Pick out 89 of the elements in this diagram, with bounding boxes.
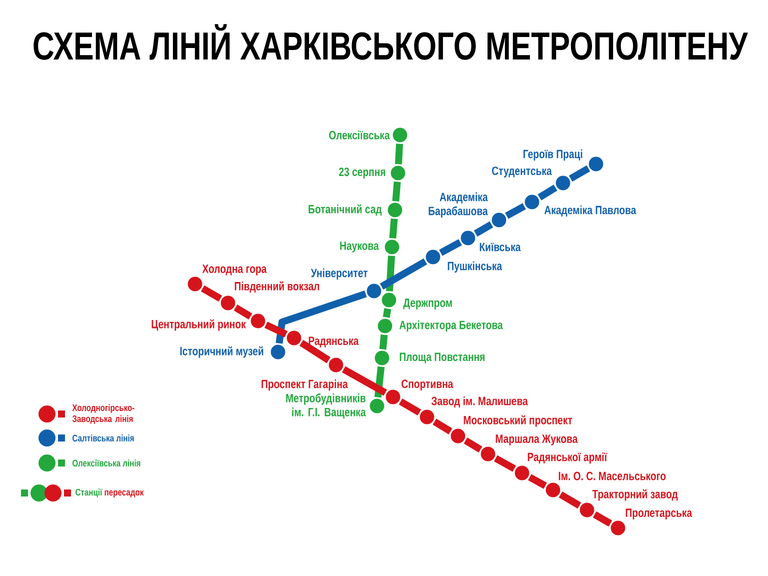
station-marker (587, 155, 605, 173)
station-marker (544, 481, 562, 499)
metro-line (380, 258, 428, 290)
station-name: Пушкінська (448, 261, 502, 273)
station-name: Академіка Барабашова (428, 192, 488, 218)
station-marker (609, 519, 627, 537)
station-name: Завод ім. Малишева (431, 396, 528, 408)
metro-line (558, 491, 582, 509)
station-marker (554, 174, 572, 192)
metro-line (392, 181, 401, 202)
metro-line (494, 455, 516, 472)
station-name: Південний вокзал (234, 281, 320, 293)
metro-line (234, 304, 252, 320)
metro-line (342, 366, 388, 396)
station-marker (490, 211, 508, 229)
metro-line (394, 144, 404, 164)
station-name: Ботанічний сад (308, 204, 382, 216)
legend-text: Олексіївська лінія (72, 460, 140, 466)
metro-line (386, 256, 395, 292)
station-name: Ім. О. С. Масельського (558, 472, 666, 480)
station-name: Маршала Жукова (496, 434, 578, 446)
metro-line (538, 184, 558, 200)
metro-line (474, 221, 494, 237)
metro-line (432, 418, 452, 434)
station-marker (368, 397, 386, 415)
metro-line (592, 511, 612, 527)
station-name: Тракторний завод (592, 489, 678, 501)
title: СХЕМА ЛІНІЙ ХАРКІВСЬКОГО МЕТРОПОЛІТЕНУ (34, 24, 748, 60)
station-marker (383, 238, 401, 256)
station-name: Площа Повстання (400, 352, 484, 364)
station-name: Історичний музей (180, 346, 264, 358)
station-name: Київська (480, 242, 521, 252)
station-marker (249, 312, 267, 330)
station-marker (418, 408, 436, 426)
metro-line (300, 340, 330, 364)
station-name: Олексіївська (329, 130, 390, 140)
station-marker (365, 282, 383, 300)
metro-line (382, 308, 392, 318)
metro-line (464, 438, 482, 452)
station-marker (186, 275, 204, 293)
station-name: Пролетарська (626, 508, 692, 520)
metro-line (276, 290, 367, 344)
station-name: Проспект Гагаріна (262, 379, 348, 391)
station-marker (386, 201, 404, 219)
metro-line (528, 474, 547, 489)
station-marker (424, 248, 442, 266)
station-name: Центральний ринок (152, 319, 246, 331)
metro-line (379, 334, 388, 350)
station-name: Московський проспект (464, 415, 572, 427)
station-marker (389, 164, 407, 182)
station-marker (269, 343, 287, 361)
metro-line (374, 366, 385, 398)
station-name: Студентська (492, 166, 552, 178)
station-name: Держпром (403, 298, 452, 310)
station-name: Радянська (308, 336, 359, 348)
station-name: Радянської армії (528, 452, 608, 464)
station-name: Спортивна (402, 380, 454, 390)
metro-line (398, 398, 422, 416)
station-name: Академіка Павлова (544, 205, 636, 217)
station-marker (384, 388, 402, 406)
station-marker (479, 445, 497, 463)
metro-line (505, 203, 526, 219)
station-marker (376, 317, 394, 335)
station-marker (327, 356, 345, 374)
metro-line (264, 322, 288, 338)
station-name: Наукова (340, 242, 379, 252)
station-marker (578, 501, 596, 519)
legend-text: Холодногірсько-Заводська лінія (72, 404, 134, 424)
station-marker (449, 427, 467, 445)
station-name: Героїв Праці (523, 149, 582, 161)
station-name: Архітектора Бекетова (399, 320, 503, 332)
station-name: Холодна гора (202, 264, 267, 276)
station-name: Метробудівників ім. Г.І. Ващенка (286, 393, 366, 419)
metro-line (439, 239, 462, 256)
station-name: 23 серпня (339, 168, 386, 178)
station-marker (391, 126, 409, 144)
legend-text: Салтівська лінія (72, 434, 134, 442)
station-marker (380, 291, 398, 309)
station-marker (523, 193, 541, 211)
station-name: Університет (310, 268, 368, 280)
metro-line (389, 218, 398, 239)
metro-line (568, 165, 590, 182)
station-marker (373, 349, 391, 367)
metro-line (200, 285, 222, 302)
station-marker (459, 229, 477, 247)
station-marker (219, 294, 237, 312)
station-marker (285, 329, 303, 347)
station-marker (513, 464, 531, 482)
legend-text: Станції пересадок (76, 488, 144, 498)
